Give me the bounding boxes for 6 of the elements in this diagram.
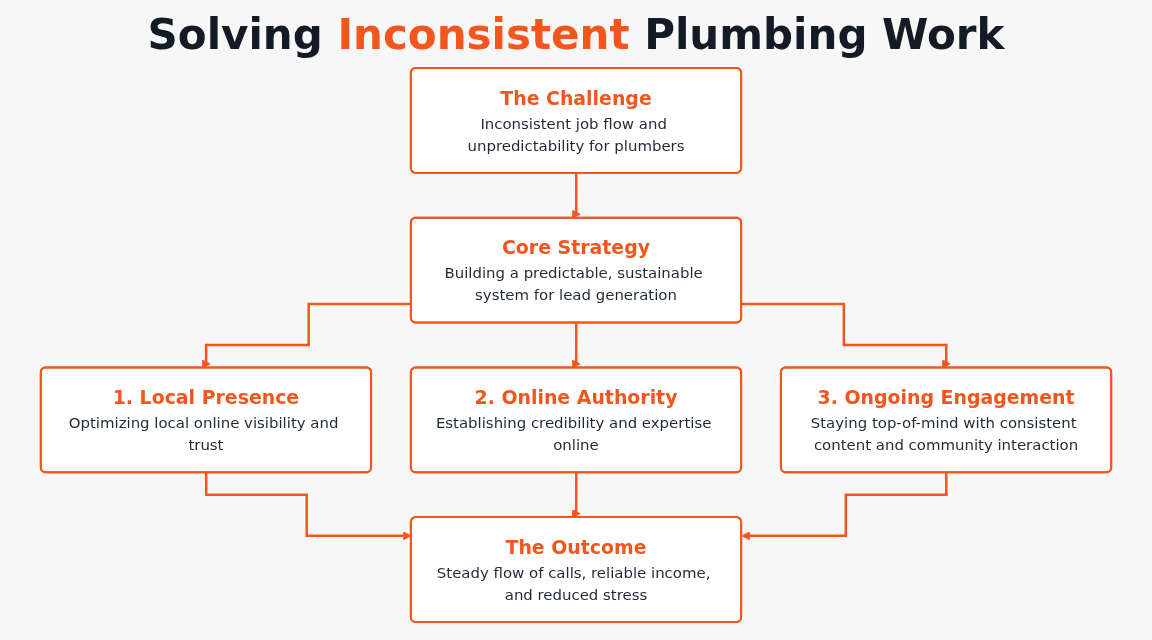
arrow [572,471,581,518]
title: Solving Inconsistent Plumbing Work [146,10,1006,60]
arrow [572,172,581,219]
arrow [741,302,951,369]
arrow [572,321,581,369]
arrow [741,471,948,541]
